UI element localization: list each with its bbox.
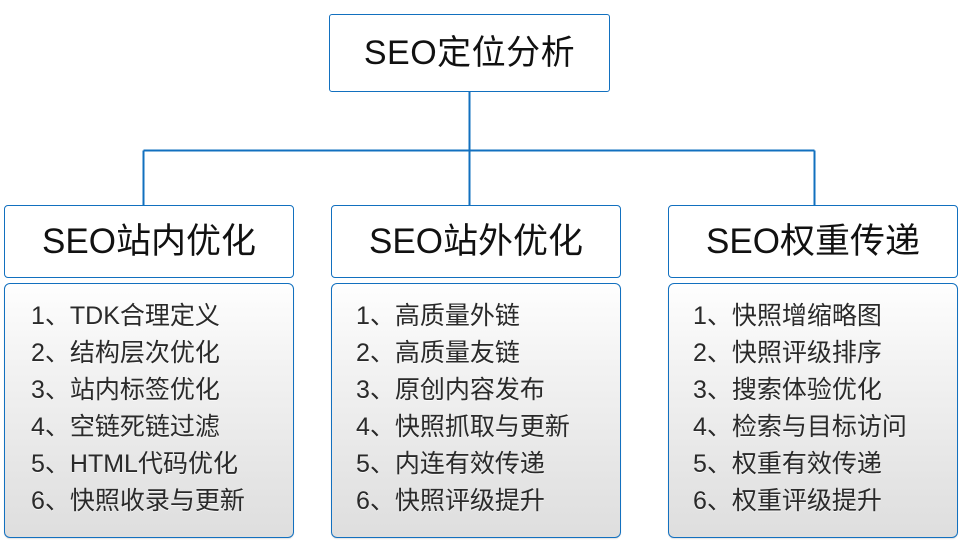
- branch-header-weight-transfer[interactable]: SEO权重传递: [668, 205, 958, 278]
- list-item: 6、快照评级提升: [356, 487, 545, 515]
- list-item: 4、空链死链过滤: [31, 413, 220, 441]
- list-item: 6、权重评级提升: [693, 487, 882, 515]
- branch-header-onsite[interactable]: SEO站内优化: [4, 205, 294, 278]
- list-item: 4、检索与目标访问: [693, 413, 907, 441]
- list-item: 1、TDK合理定义: [31, 302, 220, 330]
- branch-list-offsite: 1、高质量外链 2、高质量友链 3、原创内容发布 4、快照抓取与更新 5、内连有…: [331, 283, 621, 538]
- branch-column-offsite: SEO站外优化 1、高质量外链 2、高质量友链 3、原创内容发布 4、快照抓取与…: [331, 205, 621, 538]
- list-item: 2、快照评级排序: [693, 339, 882, 367]
- branch-header-label: SEO站外优化: [369, 222, 583, 261]
- list-item: 3、站内标签优化: [31, 376, 220, 404]
- branch-column-onsite: SEO站内优化 1、TDK合理定义 2、结构层次优化 3、站内标签优化 4、空链…: [4, 205, 294, 538]
- branch-header-label: SEO权重传递: [706, 222, 920, 261]
- list-item: 1、高质量外链: [356, 302, 520, 330]
- root-node-label: SEO定位分析: [363, 34, 576, 72]
- list-item: 5、内连有效传递: [356, 450, 545, 478]
- branch-column-weight-transfer: SEO权重传递 1、快照增缩略图 2、快照评级排序 3、搜索体验优化 4、检索与…: [668, 205, 958, 538]
- list-item: 6、快照收录与更新: [31, 487, 245, 515]
- list-item: 2、高质量友链: [356, 339, 520, 367]
- root-node-seo-positioning-analysis[interactable]: SEO定位分析: [329, 14, 610, 92]
- list-item: 4、快照抓取与更新: [356, 413, 570, 441]
- branch-header-offsite[interactable]: SEO站外优化: [331, 205, 621, 278]
- list-item: 5、HTML代码优化: [31, 450, 238, 478]
- branch-list-weight-transfer: 1、快照增缩略图 2、快照评级排序 3、搜索体验优化 4、检索与目标访问 5、权…: [668, 283, 958, 538]
- list-item: 5、权重有效传递: [693, 450, 882, 478]
- list-item: 2、结构层次优化: [31, 339, 220, 367]
- list-item: 1、快照增缩略图: [693, 302, 882, 330]
- list-item: 3、搜索体验优化: [693, 376, 882, 404]
- branch-list-onsite: 1、TDK合理定义 2、结构层次优化 3、站内标签优化 4、空链死链过滤 5、H…: [4, 283, 294, 538]
- branch-header-label: SEO站内优化: [42, 222, 256, 261]
- list-item: 3、原创内容发布: [356, 376, 545, 404]
